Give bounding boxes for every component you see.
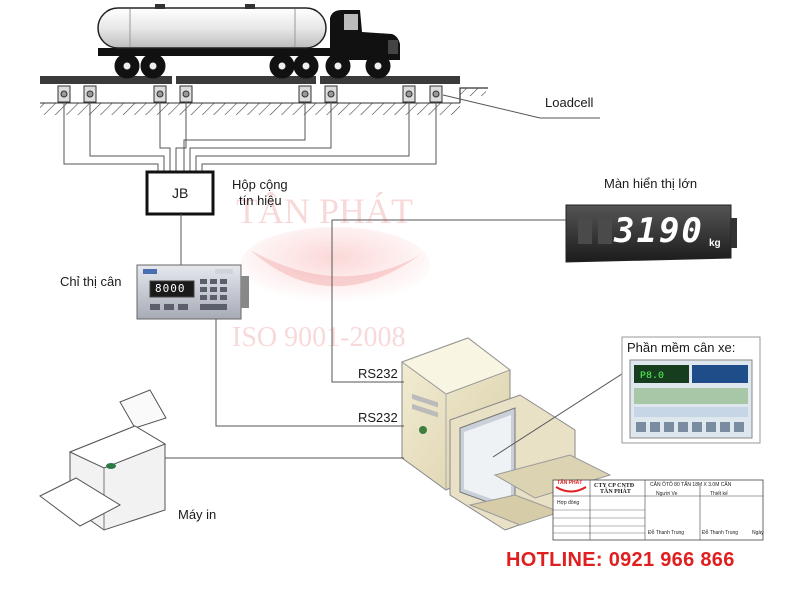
- junction-box-caption-line2: tín hiệu: [239, 193, 282, 208]
- ticket-col-a: Người Ve: [656, 491, 678, 497]
- ticket-logo-text: TÂN PHÁT: [557, 480, 583, 486]
- computer: [400, 337, 612, 531]
- weighbridge-platform: [40, 76, 600, 119]
- big-display-unit: kg: [709, 238, 721, 249]
- rs232-bottom-label: RS232: [358, 410, 398, 425]
- software-caption: Phần mềm cân xe:: [627, 340, 736, 355]
- indicator-value: 8000: [155, 282, 186, 295]
- ticket-sig2: Đỗ Thanh Trung: [702, 530, 739, 536]
- printer: [39, 389, 167, 531]
- loadcell-label: Loadcell: [545, 95, 594, 110]
- svg-text:P8.0: P8.0: [640, 371, 664, 382]
- big-display-caption: Màn hiển thị lớn: [604, 176, 698, 191]
- ticket-company-line2: TÂN PHÁT: [600, 489, 631, 495]
- tanker-truck: [97, 4, 400, 79]
- loadcell-cables: [63, 102, 437, 172]
- ticket-col-b: Thiết kế: [710, 491, 728, 497]
- rs232-top-label: RS232: [358, 366, 398, 381]
- ticket-sig3: Ngày: [752, 530, 764, 536]
- weighing-ticket: [552, 479, 764, 541]
- ticket-title: CÂN ÔTÔ 80 TẤN 18M X 3.0M CÂN: [650, 482, 732, 488]
- weight-indicator: [136, 264, 249, 320]
- big-display-value: 3190: [614, 211, 704, 251]
- printer-caption: Máy in: [178, 507, 217, 522]
- junction-box-label: JB: [172, 185, 189, 201]
- junction-box-caption-line1: Hộp cộng: [232, 177, 288, 192]
- large-display-board: [565, 204, 737, 263]
- ticket-sig1: Đỗ Thanh Trung: [648, 530, 685, 536]
- indicator-caption: Chỉ thị cân: [60, 274, 122, 289]
- loadcell-row: [57, 85, 443, 103]
- ticket-company-line1: CTY CP CNTĐ: [594, 483, 635, 489]
- watermark-logo: [240, 227, 430, 303]
- ticket-row1: Hợp đồng: [557, 500, 580, 506]
- watermark-iso: ISO 9001-2008: [232, 322, 406, 353]
- connection-wires: [165, 219, 566, 459]
- software-callout: P8.0: [492, 336, 761, 458]
- hotline-text: HOTLINE: 0921 966 866: [506, 549, 735, 571]
- junction-box: [145, 170, 215, 216]
- watermark-company: TÂN PHÁT: [236, 191, 413, 231]
